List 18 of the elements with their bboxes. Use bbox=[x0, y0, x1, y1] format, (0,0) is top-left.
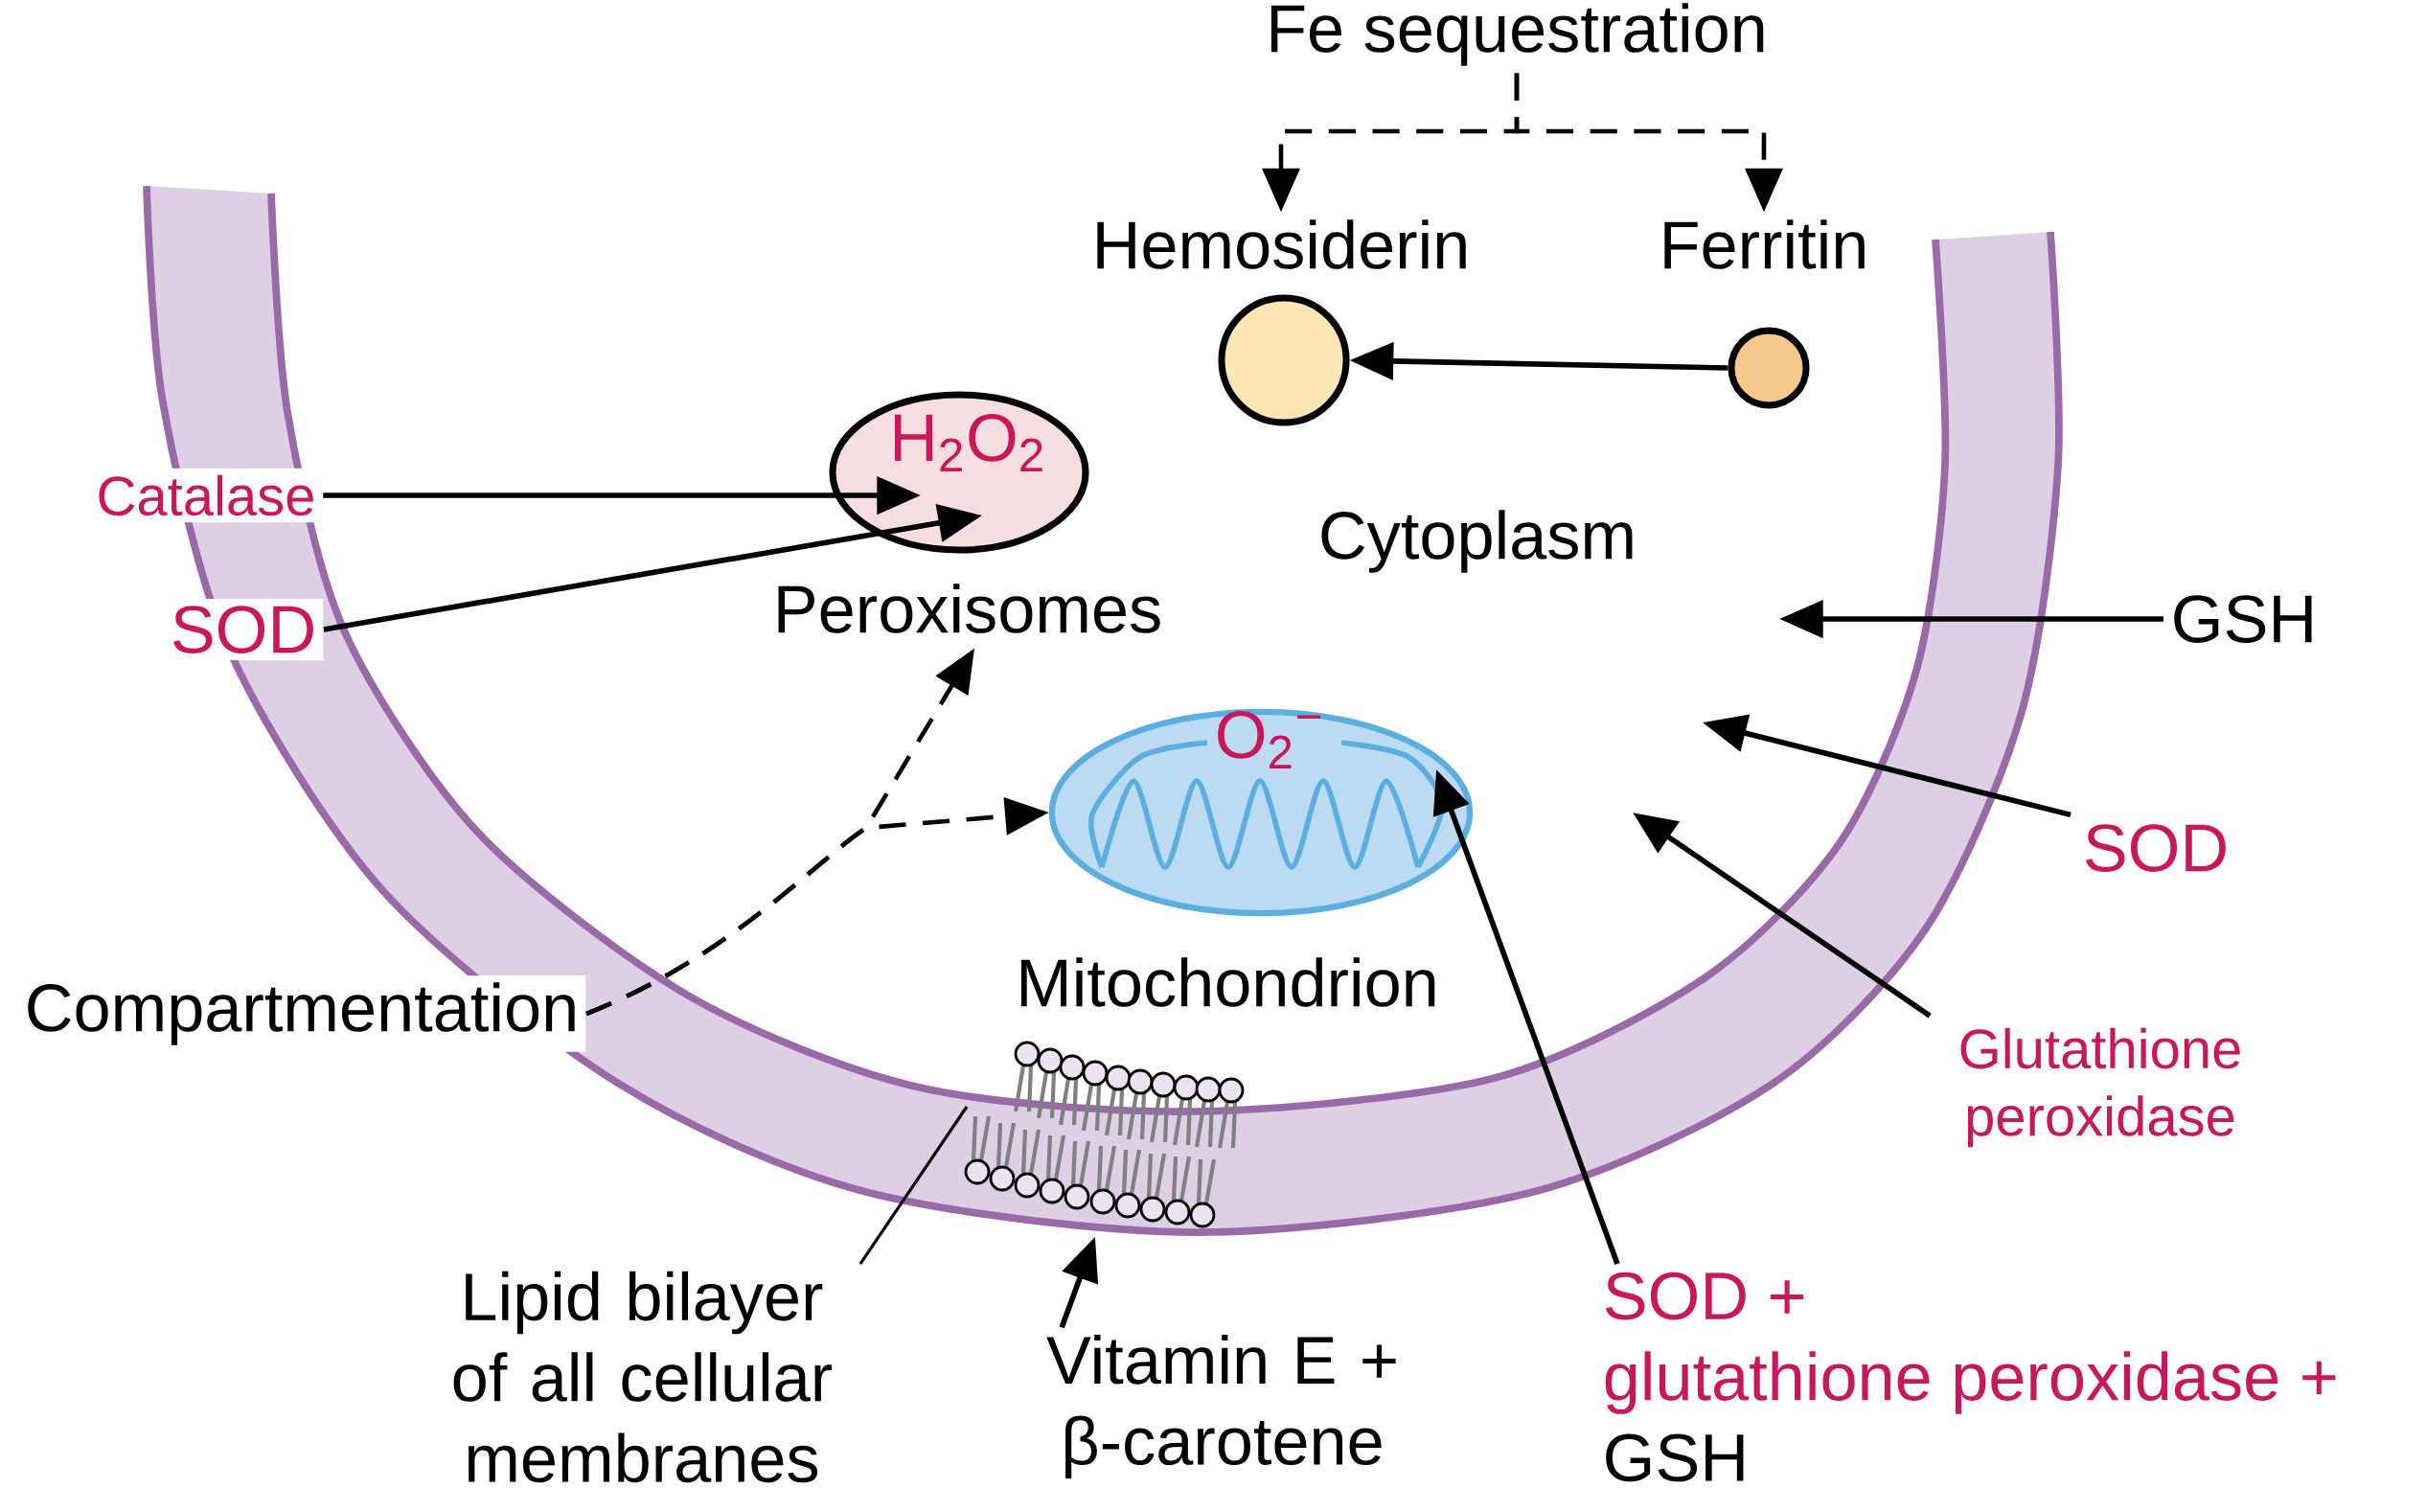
text-label: SOD bbox=[2086, 824, 2226, 872]
text-label: Catalase bbox=[89, 468, 323, 523]
lipid-bilayer-drawing bbox=[964, 1041, 1245, 1228]
text-label: Ferritin bbox=[1664, 219, 1865, 269]
text-label: Hemosiderin bbox=[1097, 219, 1466, 269]
leader-line bbox=[858, 1106, 969, 1265]
text-label: Compartmentation bbox=[17, 975, 586, 1052]
text-label: Cytoplasm bbox=[1321, 510, 1633, 573]
text-label: Peroxisomes bbox=[778, 584, 1160, 633]
text-label: SOD bbox=[163, 599, 324, 660]
text-label: Mitochondrion bbox=[1020, 957, 1435, 1007]
mitochondrion-drawing: O$_{2}$− bbox=[1048, 708, 1474, 917]
text-label: Vitamin E + β-carotene bbox=[1046, 1335, 1396, 1478]
text-label: Fe sequestration bbox=[1270, 3, 1764, 66]
text-label: Glutathione peroxidase bbox=[1960, 1027, 2240, 1148]
text-label: GSH bbox=[2174, 595, 2312, 643]
text-label: SOD + glutathione peroxidase + GSH bbox=[1605, 1271, 2336, 1482]
text-label: Lipid bilayer of all cellular membranes bbox=[453, 1271, 833, 1483]
